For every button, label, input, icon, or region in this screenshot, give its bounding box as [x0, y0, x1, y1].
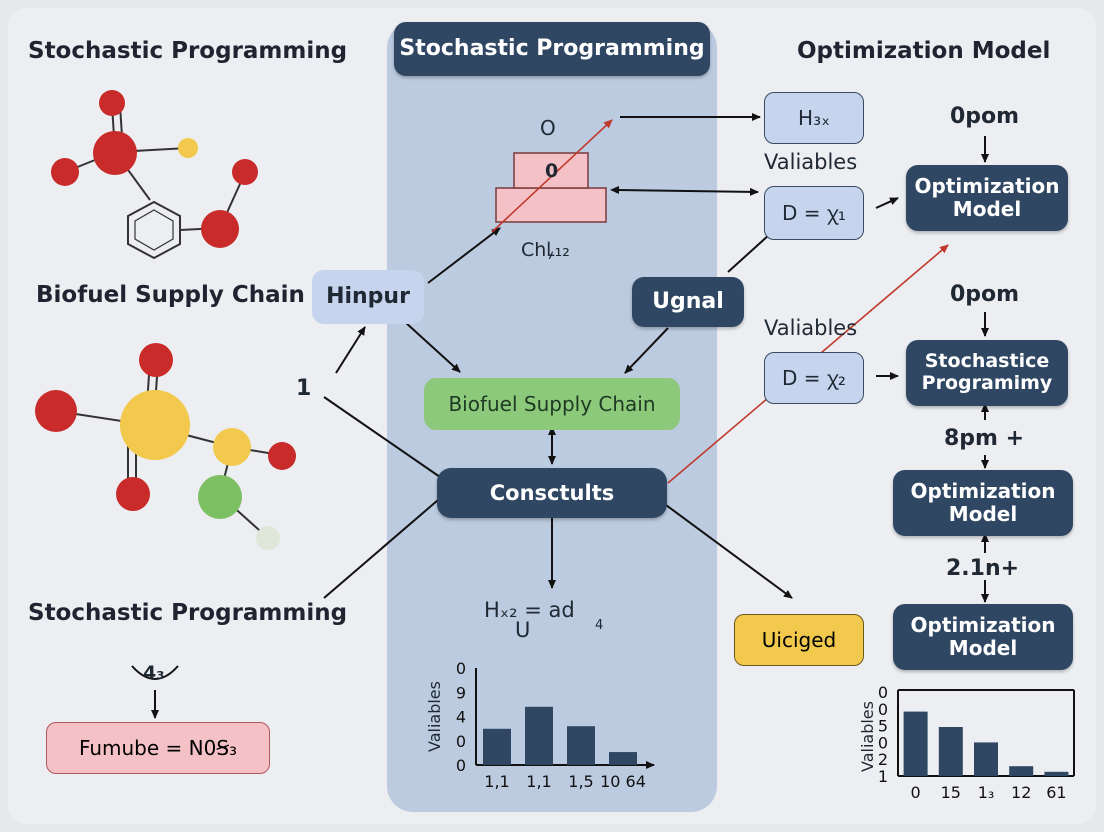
chart-right-y-tick-5: 0 — [878, 700, 888, 719]
d-box-1[interactable]: D = ꭓ₁ — [764, 186, 864, 240]
chart-right-bar-3 — [974, 742, 998, 776]
formula-sub: 4 — [595, 618, 604, 633]
chart-center: 1,1 1,1 1,5 10 64 0 0 4 9 0 — [456, 659, 655, 791]
chart-center-x-tick-2: 1,1 — [526, 772, 551, 791]
stack-block-top — [513, 152, 589, 189]
chart-center-x-tick-3: 1,5 — [568, 772, 593, 791]
molecule-top — [51, 90, 258, 260]
left-number-label: 1 — [296, 376, 312, 401]
stack-block-bottom — [495, 187, 607, 223]
chart-center-bar-2 — [525, 706, 553, 765]
left-small-label: 4₃ — [143, 662, 165, 684]
stack-bottom-label: Chꝲ₁₂ — [521, 239, 570, 261]
chart-right-bar-4 — [1009, 766, 1034, 776]
chart-center-x-tick-4: 10 64 — [600, 772, 646, 791]
consctults-node[interactable]: Consctults — [437, 468, 667, 518]
chart-center-y-title: Valiables — [425, 681, 444, 752]
chart-right-x-tick-1: 0 — [911, 783, 921, 802]
chart-center-bar-4 — [609, 752, 637, 765]
chart-right-x-tick-5: 61 — [1046, 783, 1066, 802]
n-label: 2.1n+ — [946, 556, 1020, 581]
chart-center-y-tick-3: 4 — [456, 708, 466, 727]
chart-right-y-tick-4: 5 — [878, 717, 888, 736]
chart-right-y-tick-6: 0 — [878, 683, 888, 702]
optimization-model-node-2[interactable]: Optimization Model — [893, 470, 1073, 536]
chart-center-bar-3 — [567, 726, 595, 765]
right-title: Optimization Model — [797, 38, 1051, 64]
chart-right-bar-5 — [1044, 771, 1069, 776]
chart-center-y-tick-2: 0 — [456, 732, 466, 751]
chart-right-y-tick-1: 1 — [878, 767, 888, 786]
uiciged-node[interactable]: Uiciged — [734, 614, 864, 666]
formula-under: U — [515, 618, 531, 642]
stochastic-programimy-node[interactable]: Stochastice Programimy — [906, 340, 1068, 406]
molecule-bottom — [35, 343, 296, 550]
optimization-model-node-1[interactable]: Optimization Model — [906, 165, 1068, 231]
chart-center-bar-1 — [483, 728, 511, 765]
chart-right-x-tick-2: 15 — [941, 783, 961, 802]
chart-center-y-tick-4: 9 — [456, 683, 466, 702]
formula-main: Hₓ₂ = ad — [484, 598, 575, 622]
hinpur-node[interactable]: Hinpur — [312, 270, 424, 324]
chart-center-y-tick-5: 0 — [456, 659, 466, 678]
left-title-top: Stochastic Programming — [28, 38, 348, 64]
ugnal-node[interactable]: Ugnal — [632, 277, 744, 327]
chart-center-x-tick-1: 1,1 — [484, 772, 509, 791]
biofuel-node[interactable]: Biofuel Supply Chain — [424, 378, 680, 430]
chart-right-x-tick-3: 1₃ — [978, 783, 995, 802]
optimization-model-node-3[interactable]: Optimization Model — [893, 604, 1073, 670]
chart-right-bar-2 — [938, 727, 963, 776]
stack-top-label: O — [540, 116, 556, 140]
chart-right-y-tick-3: 0 — [878, 733, 888, 752]
center-header: Stochastic Programming — [394, 22, 710, 76]
h-box[interactable]: H₃ₓ — [764, 92, 864, 144]
stack-mid-label: 0 — [545, 160, 559, 182]
chart-right-y-title: Valiables — [858, 701, 877, 772]
left-title-bottom: Stochastic Programming — [28, 600, 348, 626]
valiables-label-1: Valiables — [764, 150, 858, 174]
pm-label: 8pm + — [944, 426, 1025, 451]
valiables-label-2: Valiables — [764, 316, 858, 340]
left-title-mid: Biofuel Supply Chain — [36, 282, 305, 308]
connectors — [131, 113, 989, 719]
chart-right-y-tick-2: 2 — [878, 750, 888, 769]
chart-right-x-tick-4: 12 — [1011, 783, 1031, 802]
d-box-2[interactable]: D = ꭓ₂ — [764, 352, 864, 404]
chart-center-y-tick-1: 0 — [456, 756, 466, 775]
opom-label-1: 0pom — [950, 104, 1020, 129]
chart-right-bar-1 — [903, 711, 928, 776]
opom-label-2: 0pom — [950, 282, 1020, 307]
formula-box[interactable]: Fumube = N0Ꞩ₃ — [46, 722, 270, 774]
